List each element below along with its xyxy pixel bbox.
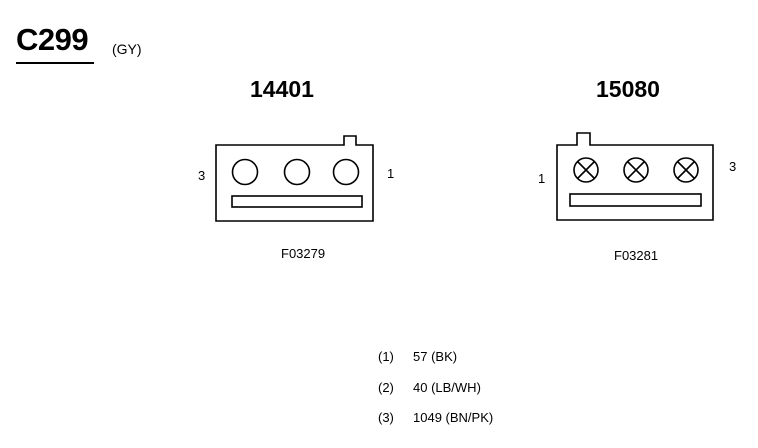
pin-label-right: 1: [387, 166, 395, 181]
connector-key-slot: [231, 195, 363, 208]
terminal-pin: [623, 157, 649, 183]
pin-label-left: 1: [538, 171, 546, 186]
connector-color: (GY): [112, 41, 142, 57]
connector-body: [556, 132, 714, 221]
terminal-pin: [673, 157, 699, 183]
figure-code-right: F03281: [614, 248, 659, 263]
pin-number: (3): [378, 410, 394, 425]
terminal-cavity: [332, 158, 360, 186]
pin-number: (1): [378, 349, 394, 364]
terminal-cavity: [283, 158, 311, 186]
pinout-row: (3) 1049 (BN/PK): [378, 410, 493, 425]
pinout-row: (2) 40 (LB/WH): [378, 380, 481, 395]
part-number-right: 15080: [596, 76, 660, 102]
connector-id: C299: [16, 22, 89, 57]
circuit-info: 1049 (BN/PK): [413, 410, 494, 425]
part-number-left: 14401: [250, 76, 314, 102]
circuit-info: 40 (LB/WH): [413, 380, 481, 395]
terminal-cavity: [231, 158, 259, 186]
connector-view-harness: [215, 135, 374, 222]
connector-body: [215, 135, 374, 222]
pin-label-left: 3: [198, 168, 206, 183]
connector-view-component: [556, 132, 714, 221]
pin-label-right: 3: [729, 159, 737, 174]
title-underline: [16, 62, 94, 64]
terminal-pin: [573, 157, 599, 183]
circuit-info: 57 (BK): [413, 349, 458, 364]
figure-code-left: F03279: [281, 246, 326, 261]
pinout-row: (1) 57 (BK): [378, 349, 457, 364]
pin-number: (2): [378, 380, 394, 395]
connector-key-slot: [569, 193, 702, 207]
